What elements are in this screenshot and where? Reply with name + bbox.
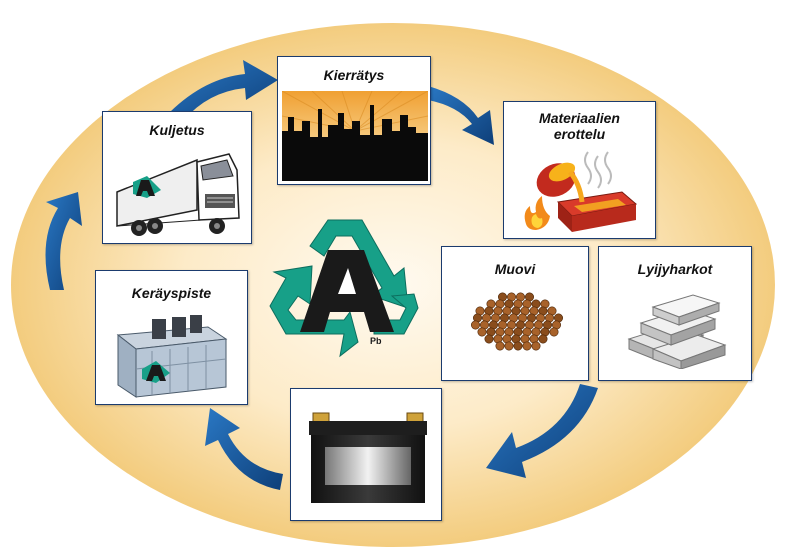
card-title-materiaalien-line2: erottelu: [553, 126, 606, 142]
pellet: [471, 320, 480, 330]
smelting-pot-icon: [524, 151, 638, 232]
arrow-keraypiste-to-kuljetus: [45, 192, 82, 290]
card-materiaalien-erottelu: Materiaalien erottelu: [503, 101, 656, 239]
card-title-muovi: Muovi: [494, 261, 536, 277]
arrow-kuljetus-to-kierratys: [170, 60, 278, 120]
card-title-keraypiste: Keräyspiste: [131, 285, 212, 301]
pellet: [522, 341, 532, 351]
card-title-kierratys: Kierrätys: [323, 67, 385, 83]
card-title-materiaalien-line1: Materiaalien: [539, 110, 620, 126]
pellet: [495, 341, 505, 351]
pellet: [504, 341, 514, 351]
car-battery-icon: [309, 412, 427, 503]
card-muovi: Muovi: [441, 246, 589, 381]
arrow-kierratys-to-materiaalien: [428, 86, 494, 145]
card-kierratys: Kierrätys: [277, 56, 431, 185]
lead-ingots-icon: [627, 294, 727, 369]
card-akku: [290, 388, 442, 521]
pellet: [513, 341, 523, 351]
factory-silhouette-icon: [282, 91, 428, 181]
pellet: [531, 341, 541, 351]
logo-subscript-pb: Pb: [370, 336, 382, 346]
card-kuljetus: Kuljetus: [102, 111, 252, 244]
pellet: [549, 327, 559, 337]
pellet: [484, 334, 494, 344]
arrow-lyijyharkot-to-akku: [486, 384, 598, 478]
arrow-akku-to-keraypiste: [205, 408, 283, 490]
card-title-lyijyharkot: Lyijyharkot: [637, 261, 713, 277]
collection-container-icon: [116, 315, 228, 398]
plastic-pellets-icon: [471, 292, 564, 351]
card-title-kuljetus: Kuljetus: [149, 122, 205, 138]
pellet: [538, 334, 548, 344]
pellet: [477, 327, 487, 337]
card-keraypiste: Keräyspiste: [95, 270, 248, 405]
card-lyijyharkot: Lyijyharkot: [598, 246, 752, 381]
truck-icon: [116, 153, 240, 236]
recycling-logo-icon: Pb: [269, 219, 419, 358]
